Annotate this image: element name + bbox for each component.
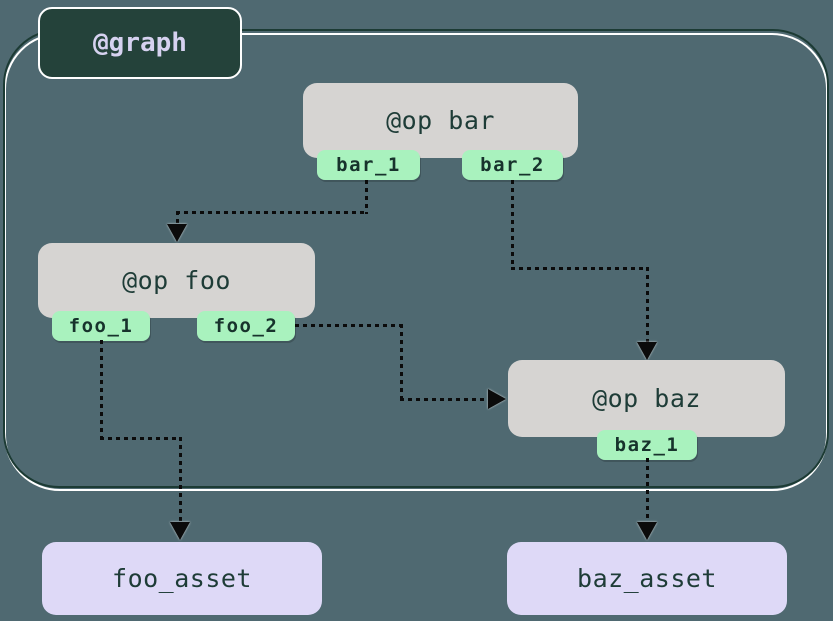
asset-label-baz: baz_asset [577,564,717,593]
asset-node-foo_asset: foo_asset [42,542,322,615]
edge-segment [400,324,403,400]
edge-arrowhead [488,389,506,409]
edge-segment [295,324,403,327]
edge-segment [176,211,368,214]
edge-segment [100,437,182,440]
asset-label-foo: foo_asset [112,564,252,593]
edge-segment [365,180,368,214]
output-tag-baz_1: baz_1 [597,430,697,460]
op-node-bar: @op bar [303,83,578,158]
edge-segment [511,267,649,270]
edge-arrowhead [167,224,187,242]
edge-segment [176,211,179,225]
edge-segment [100,340,103,440]
op-title-bar: @op bar [386,106,495,135]
output-tag-foo_2: foo_2 [197,311,295,341]
asset-node-baz_asset: baz_asset [507,542,787,615]
edge-arrowhead [637,342,657,360]
op-node-baz: @op baz [508,360,785,437]
output-tag-bar_2: bar_2 [462,150,563,180]
output-tag-foo_1: foo_1 [52,311,150,341]
graph-label: @graph [38,7,242,79]
op-node-foo: @op foo [38,243,315,318]
edge-segment [400,398,490,401]
edge-segment [511,180,514,270]
graph-label-text: @graph [93,28,187,58]
op-title-baz: @op baz [592,384,701,413]
edge-arrowhead [637,522,657,540]
edge-segment [646,458,649,522]
edge-arrowhead [170,522,190,540]
op-title-foo: @op foo [122,266,231,295]
output-tag-bar_1: bar_1 [317,150,420,180]
edge-segment [179,437,182,522]
graph-boundary [3,29,829,488]
edge-segment [646,267,649,343]
